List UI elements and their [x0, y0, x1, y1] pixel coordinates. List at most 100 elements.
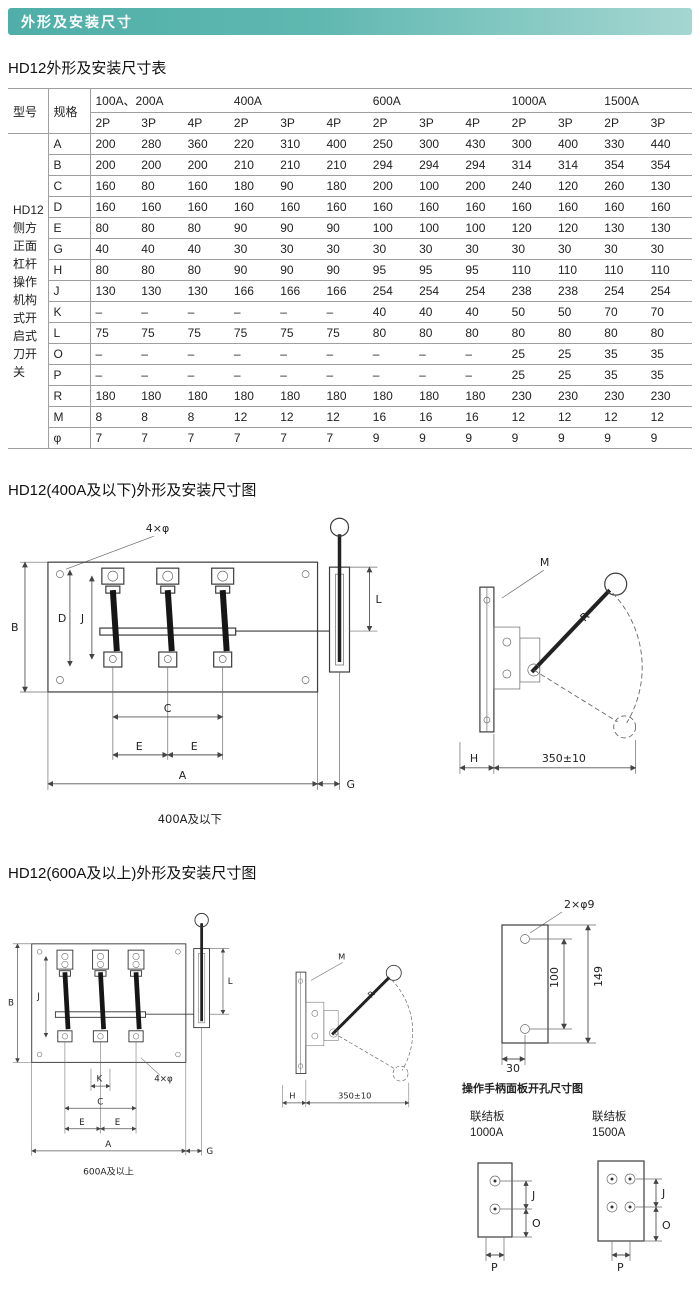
col-header-pole: 3P — [552, 112, 600, 134]
value-cell: 100 — [460, 217, 507, 239]
dim-label-e1: E — [79, 1118, 85, 1128]
value-cell: 230 — [506, 385, 553, 407]
value-cell: 7 — [275, 427, 322, 449]
dim-label-30: 30 — [506, 1062, 520, 1073]
value-cell: 254 — [645, 280, 692, 302]
value-cell: 80 — [599, 322, 646, 344]
value-cell: 294 — [414, 154, 461, 176]
col-header-pole: 3P — [414, 112, 461, 134]
dim-label-e2: E — [115, 1118, 121, 1128]
model-name-line: 侧方 — [13, 221, 38, 235]
value-cell: – — [136, 301, 183, 323]
value-cell: 230 — [552, 385, 600, 407]
spec-cell: G — [48, 238, 91, 260]
model-name-line: HD12 — [13, 203, 44, 217]
page-header: 外形及安装尺寸 — [8, 8, 692, 35]
side-mechanism — [479, 572, 644, 739]
value-cell: 250 — [367, 133, 415, 155]
value-cell: 430 — [460, 133, 507, 155]
col-header-pole: 2P — [506, 112, 553, 134]
col-group-600a: 600A — [367, 88, 507, 113]
value-cell: – — [228, 343, 276, 365]
value-cell: 130 — [182, 280, 229, 302]
value-cell: 40 — [414, 301, 461, 323]
value-cell: 25 — [506, 343, 553, 365]
dimension-table: 型号 规格 100A、200A 400A 600A 1000A 1500A 2P… — [8, 88, 692, 449]
hole-count-label: 2×φ9 — [564, 898, 594, 911]
value-cell: 400 — [552, 133, 600, 155]
dim-label-d: D — [58, 612, 66, 625]
value-cell: 35 — [645, 343, 692, 365]
value-cell: – — [275, 364, 322, 386]
dim-label-h: H — [470, 752, 478, 765]
value-cell: – — [275, 301, 322, 323]
pole-assembly — [211, 567, 235, 668]
value-cell: 80 — [136, 259, 183, 281]
value-cell: 90 — [275, 259, 322, 281]
value-cell: 75 — [90, 322, 137, 344]
page-content: HD12外形及安装尺寸表 型号 规格 100A、200A 400A 600A 1… — [0, 57, 700, 1302]
value-cell: 50 — [552, 301, 600, 323]
value-cell: 240 — [506, 175, 553, 197]
dim-label-j: J — [36, 992, 40, 1002]
model-name-line: 正面 — [13, 239, 38, 253]
value-cell: 75 — [321, 322, 368, 344]
value-cell: 35 — [645, 364, 692, 386]
value-cell: 180 — [136, 385, 183, 407]
spec-cell: P — [48, 364, 91, 386]
value-cell: 254 — [460, 280, 507, 302]
connection-plates: 联结板 1000A — [460, 1110, 692, 1282]
value-cell: 110 — [506, 259, 553, 281]
spec-cell: E — [48, 217, 91, 239]
value-cell: 95 — [460, 259, 507, 281]
value-cell: 160 — [321, 196, 368, 218]
value-cell: 254 — [414, 280, 461, 302]
value-cell: 200 — [460, 175, 507, 197]
col-header-pole: 2P — [367, 112, 415, 134]
value-cell: 30 — [552, 238, 600, 260]
value-cell: 238 — [506, 280, 553, 302]
value-cell: 160 — [367, 196, 415, 218]
value-cell: 16 — [414, 406, 461, 428]
value-cell: 9 — [460, 427, 507, 449]
value-cell: 50 — [506, 301, 553, 323]
value-cell: 120 — [552, 175, 600, 197]
value-cell: 90 — [321, 259, 368, 281]
diagram-600a: 4×φ B J L — [8, 895, 692, 1282]
col-header-pole: 3P — [275, 112, 322, 134]
spec-cell: M — [48, 406, 91, 428]
spec-cell: C — [48, 175, 91, 197]
front-view-caption: 400A及以下 — [158, 812, 222, 826]
value-cell: 200 — [90, 154, 137, 176]
value-cell: – — [321, 301, 368, 323]
value-cell: 166 — [321, 280, 368, 302]
value-cell: 25 — [506, 364, 553, 386]
value-cell: 8 — [182, 406, 229, 428]
side-view-600a-drawing: M R H 350±10 — [282, 951, 414, 1108]
panel-plate — [501, 924, 549, 1044]
value-cell: 80 — [645, 322, 692, 344]
value-cell: 80 — [414, 322, 461, 344]
value-cell: – — [90, 301, 137, 323]
handle-assembly — [328, 517, 351, 673]
dimension-lines: B D J L C E E — [11, 561, 382, 791]
value-cell: 120 — [552, 217, 600, 239]
plate-block-1000a: 联结板 1000A — [460, 1110, 560, 1282]
dim-label-c: C — [97, 1097, 103, 1107]
panel-column: 2×φ9 100 149 — [448, 895, 692, 1282]
value-cell: 160 — [506, 196, 553, 218]
diagram-400a: 4×φ — [8, 512, 692, 832]
dimension-lines: J O P — [611, 1178, 671, 1274]
value-cell: 130 — [599, 217, 646, 239]
plate-rating: 1000A — [470, 1126, 504, 1139]
dim-label-350: 350±10 — [542, 752, 586, 765]
dim-label-j: J — [661, 1187, 665, 1200]
model-name-line: 机构 — [13, 293, 38, 307]
model-name-line: 启式 — [13, 329, 38, 343]
col-header-pole: 4P — [321, 112, 368, 134]
value-cell: – — [414, 364, 461, 386]
table-title: HD12外形及安装尺寸表 — [8, 60, 167, 77]
